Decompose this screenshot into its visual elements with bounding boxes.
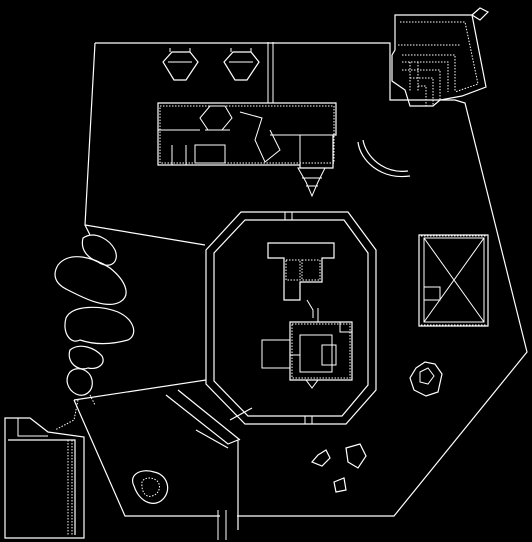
north-shrine-right <box>223 48 260 81</box>
southwest-gate-lines <box>217 510 227 540</box>
southwest-building <box>4 417 85 539</box>
central-t-building <box>267 242 335 301</box>
north-hall-building <box>157 42 337 198</box>
curved-wall-arc <box>357 141 411 178</box>
east-rock-formation <box>409 361 443 397</box>
curved-wall-arc-inner <box>362 139 409 172</box>
southwest-wall <box>73 399 220 517</box>
compound-outer-wall <box>84 42 528 517</box>
west-rock-outcrops <box>54 234 135 396</box>
northeast-tower-steps <box>398 21 479 106</box>
stone-circle <box>132 470 169 504</box>
central-lower-complex <box>261 299 353 389</box>
southwest-approach-walls <box>73 379 253 530</box>
northeast-turret-marker <box>470 7 490 21</box>
west-dashed-path <box>54 394 96 431</box>
east-square-building <box>418 234 489 327</box>
central-octagon-courtyard <box>205 211 377 425</box>
southeast-boulders <box>310 443 367 493</box>
north-shrine-left <box>162 48 199 81</box>
northeast-tower <box>391 14 487 107</box>
